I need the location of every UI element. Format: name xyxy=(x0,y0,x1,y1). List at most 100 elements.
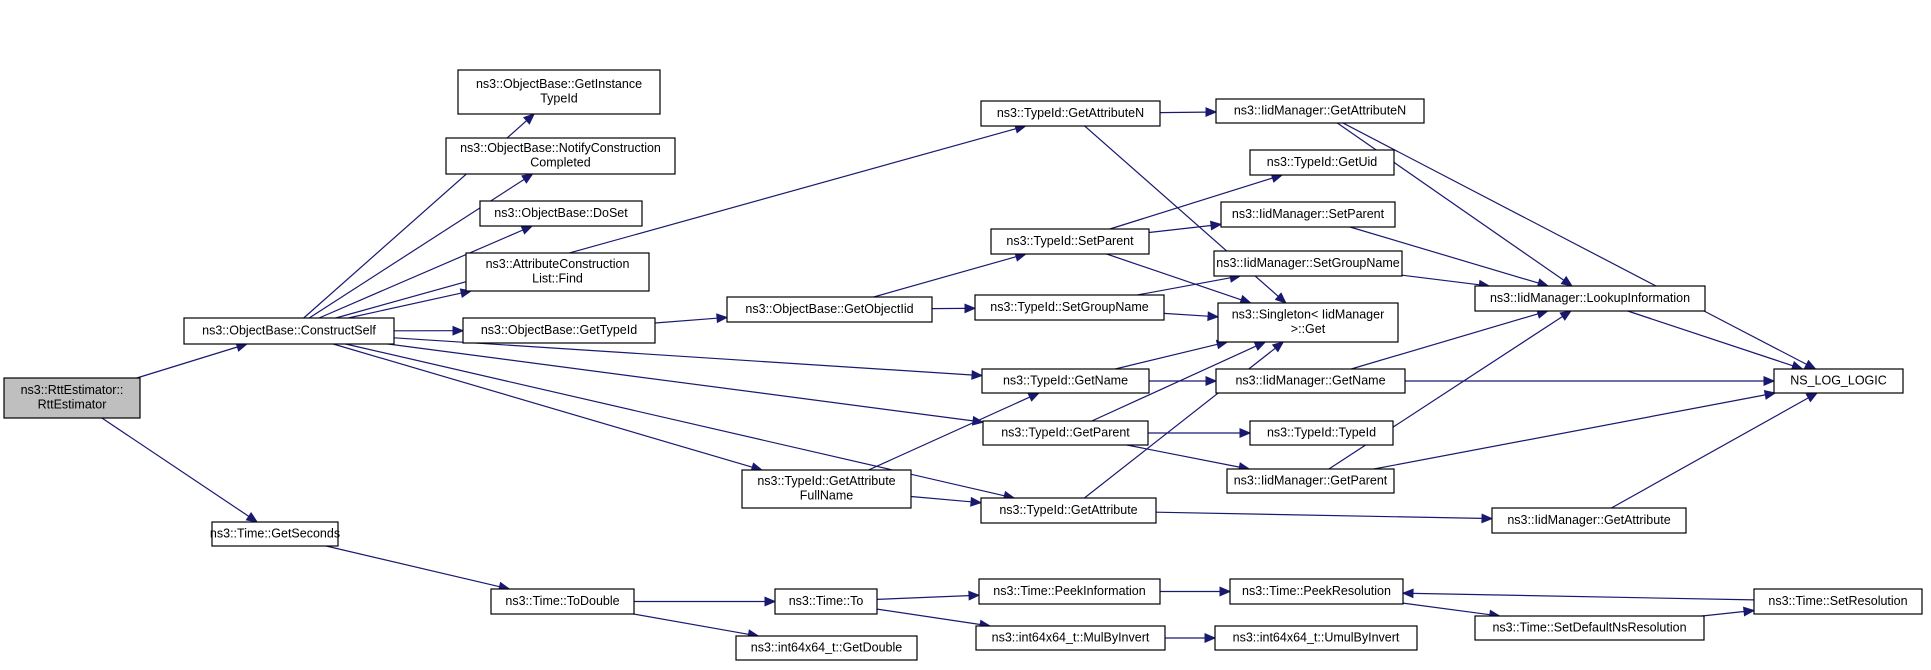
arrowhead-icon xyxy=(1205,376,1218,386)
function-node[interactable]: ns3::RttEstimator::RttEstimator xyxy=(3,377,141,419)
arrowhead-icon xyxy=(968,590,981,601)
edge-line xyxy=(308,178,525,319)
function-node[interactable]: ns3::IidManager::SetGroupName xyxy=(1213,250,1403,277)
node-label: TypeId xyxy=(540,92,578,106)
function-node[interactable]: ns3::ObjectBase::DoSet xyxy=(479,200,643,227)
edge-line xyxy=(1342,122,1807,365)
arrowhead-icon xyxy=(1559,310,1572,321)
node-label: ns3::TypeId::GetAttributeN xyxy=(997,106,1144,120)
function-node[interactable]: ns3::TypeId::SetGroupName xyxy=(974,294,1165,321)
edge-line xyxy=(1701,610,1745,617)
call-edges xyxy=(101,107,1819,643)
edge-line xyxy=(910,495,972,503)
function-node[interactable]: ns3::Time::PeekInformation xyxy=(978,578,1161,605)
node-box xyxy=(980,100,1161,127)
node-box xyxy=(990,228,1150,255)
function-node[interactable]: ns3::Singleton< IidManager>::Get xyxy=(1217,302,1399,343)
function-node[interactable]: ns3::TypeId::GetParent xyxy=(982,420,1149,446)
function-node[interactable]: ns3::TypeId::SetParent xyxy=(990,228,1150,255)
function-node[interactable]: ns3::int64x64_t::GetDouble xyxy=(735,635,918,661)
call-edge-n1-n5 xyxy=(318,225,534,319)
call-edge-n0-n1 xyxy=(136,342,249,379)
edge-line xyxy=(136,346,238,379)
function-node[interactable]: ns3::IidManager::GetParent xyxy=(1226,468,1395,494)
node-label: ns3::IidManager::GetName xyxy=(1235,373,1385,387)
node-box xyxy=(211,521,339,547)
function-node[interactable]: ns3::TypeId::GetUid xyxy=(1249,149,1395,176)
function-node[interactable]: ns3::Time::SetDefaultNsResolution xyxy=(1474,615,1705,641)
function-node[interactable]: NS_LOG_LOGIC xyxy=(1773,368,1904,394)
function-node[interactable]: ns3::Time::To xyxy=(774,588,878,615)
arrowhead-icon xyxy=(1204,633,1217,643)
node-box xyxy=(741,469,912,509)
function-node[interactable]: ns3::ObjectBase::GetTypeId xyxy=(462,317,656,344)
function-node[interactable]: ns3::ObjectBase::NotifyConstructionCompl… xyxy=(445,137,676,175)
edge-line xyxy=(876,595,970,600)
node-box xyxy=(1249,420,1394,446)
call-edge-n11-n12 xyxy=(1148,220,1223,234)
node-box xyxy=(1213,250,1403,277)
node-box xyxy=(1753,588,1923,615)
edge-line xyxy=(1126,444,1240,468)
node-label: ns3::IidManager::GetAttributeN xyxy=(1234,103,1406,117)
node-label: ns3::IidManager::LookupInformation xyxy=(1490,291,1690,305)
arrowhead-icon xyxy=(1803,359,1817,370)
node-box xyxy=(3,377,141,419)
function-node[interactable]: ns3::TypeId::GetName xyxy=(981,368,1150,394)
node-label: ns3::Singleton< IidManager xyxy=(1232,308,1385,322)
arrowhead-icon xyxy=(1560,275,1574,287)
function-node[interactable]: ns3::TypeId::GetAttribute xyxy=(980,497,1157,524)
call-edge-n14-n15 xyxy=(931,303,977,314)
arrowhead-icon xyxy=(1271,341,1285,353)
function-node[interactable]: ns3::Time::PeekResolution xyxy=(1229,578,1404,605)
edge-line xyxy=(1401,274,1480,286)
function-node[interactable]: ns3::IidManager::GetAttributeN xyxy=(1215,98,1425,124)
node-box xyxy=(465,252,650,292)
arrowhead-icon xyxy=(1207,311,1220,322)
node-label: RttEstimator xyxy=(38,398,107,412)
function-node[interactable]: ns3::IidManager::GetName xyxy=(1215,368,1406,394)
node-box xyxy=(1474,615,1705,641)
edge-line xyxy=(393,337,973,376)
edge-line xyxy=(1627,310,1794,367)
edge-line xyxy=(1351,313,1539,370)
call-edge-n1-n25 xyxy=(345,343,1016,501)
node-label: ns3::ObjectBase::GetInstance xyxy=(476,77,642,91)
node-label: ns3::int64x64_t::MulByInvert xyxy=(992,630,1150,644)
node-label: ns3::Time::SetResolution xyxy=(1768,594,1907,608)
edge-line xyxy=(1109,177,1273,230)
function-node[interactable]: ns3::IidManager::GetAttribute xyxy=(1491,507,1687,534)
arrowhead-icon xyxy=(1763,376,1776,386)
function-node[interactable]: ns3::IidManager::LookupInformation xyxy=(1474,285,1706,312)
function-node[interactable]: ns3::IidManager::SetParent xyxy=(1220,201,1396,228)
call-edge-n15-n16 xyxy=(1163,311,1220,322)
function-node[interactable]: ns3::Time::GetSeconds xyxy=(210,521,340,547)
node-box xyxy=(479,200,643,227)
function-node[interactable]: ns3::TypeId::GetAttributeN xyxy=(980,100,1161,127)
node-label: ns3::ObjectBase::GetObjectIid xyxy=(745,302,913,316)
function-node[interactable]: ns3::ObjectBase::GetObjectIid xyxy=(726,296,933,323)
node-label: ns3::int64x64_t::UmulByInvert xyxy=(1233,630,1400,644)
function-node[interactable]: ns3::Time::ToDouble xyxy=(490,588,635,615)
node-label: ns3::TypeId::GetName xyxy=(1003,373,1128,387)
function-node[interactable]: ns3::ObjectBase::ConstructSelf xyxy=(183,317,395,345)
edge-line xyxy=(1402,602,1490,616)
call-edge-n17-n20 xyxy=(1627,310,1804,371)
arrowhead-icon xyxy=(964,303,977,314)
node-box xyxy=(1229,578,1404,605)
function-node[interactable]: ns3::int64x64_t::MulByInvert xyxy=(975,625,1166,651)
node-box xyxy=(1491,507,1687,534)
node-label: ns3::IidManager::GetAttribute xyxy=(1507,513,1670,527)
node-box xyxy=(1249,149,1395,176)
function-node[interactable]: ns3::TypeId::TypeId xyxy=(1249,420,1394,446)
function-node[interactable]: ns3::Time::SetResolution xyxy=(1753,588,1923,615)
node-label: ns3::IidManager::SetParent xyxy=(1232,207,1385,221)
node-box xyxy=(726,296,933,323)
call-edge-n23-n18 xyxy=(868,392,1041,471)
call-edge-n24-n20 xyxy=(1373,390,1777,470)
function-node[interactable]: ns3::int64x64_t::UmulByInvert xyxy=(1214,625,1418,651)
edge-line xyxy=(1106,253,1242,301)
